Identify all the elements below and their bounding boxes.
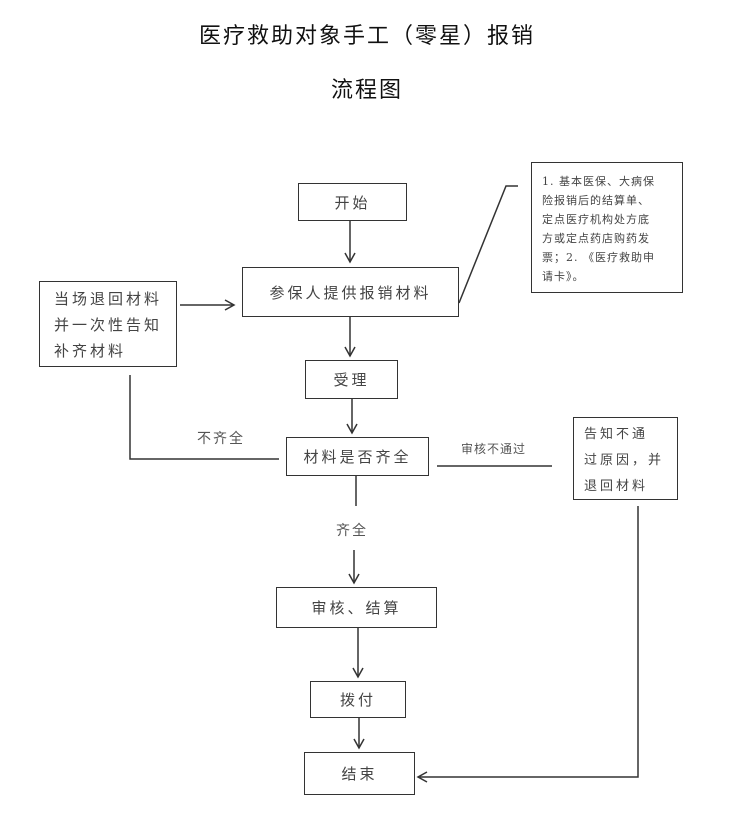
node-reject-notice: 告知不通 过原因，并 退回材料	[573, 417, 678, 500]
node-review-settle: 审核、结算	[276, 587, 437, 628]
node-reject-notice-line: 退回材料	[584, 479, 649, 494]
node-accept-label: 受理	[333, 371, 370, 389]
node-return-incomplete: 当场退回材料 并一次性告知 补齐材料	[39, 281, 177, 367]
materials-note-line: 票；2. 《医疗救助申	[542, 251, 655, 264]
materials-note-line: 定点医疗机构处方底	[542, 213, 650, 226]
node-end: 结束	[304, 752, 415, 795]
edge-label-incomplete: 不齐全	[197, 431, 245, 447]
node-pay-label: 拨付	[339, 691, 376, 709]
node-submit-materials: 参保人提供报销材料	[242, 267, 459, 317]
node-review-settle-label: 审核、结算	[311, 599, 402, 617]
node-return-incomplete-line: 当场退回材料	[54, 290, 163, 308]
node-pay: 拨付	[310, 681, 406, 718]
materials-note-line: 险报销后的结算单、	[542, 194, 650, 207]
node-submit-materials-label: 参保人提供报销材料	[269, 283, 432, 302]
node-check-complete: 材料是否齐全	[286, 437, 429, 476]
materials-note-line: 方或定点药店购药发	[542, 232, 650, 245]
diagram-title: 医疗救助对象手工（零星）报销	[198, 24, 535, 49]
node-return-incomplete-line: 并一次性告知	[54, 316, 163, 334]
materials-note-line: 请卡》。	[542, 270, 585, 283]
node-reject-notice-line: 告知不通	[584, 427, 649, 442]
edge-label-complete: 齐全	[336, 523, 368, 539]
node-start-label: 开始	[334, 193, 371, 212]
edge-label-review-fail: 审核不通过	[461, 442, 527, 456]
node-accept: 受理	[305, 360, 398, 399]
arrow-reject-to-end	[416, 506, 639, 783]
node-return-incomplete-line: 补齐材料	[54, 342, 127, 360]
callout-leader	[458, 185, 518, 304]
node-check-complete-label: 材料是否齐全	[303, 448, 412, 466]
node-reject-notice-line: 过原因，并	[584, 453, 665, 468]
line-incomplete-loop	[129, 375, 279, 460]
node-start: 开始	[298, 183, 407, 221]
node-end-label: 结束	[341, 765, 378, 783]
diagram-subtitle: 流程图	[330, 78, 403, 103]
materials-note-callout: 1. 基本医保、大病保 险报销后的结算单、 定点医疗机构处方底 方或定点药店购药…	[531, 162, 683, 293]
materials-note-line: 1. 基本医保、大病保	[542, 175, 655, 188]
